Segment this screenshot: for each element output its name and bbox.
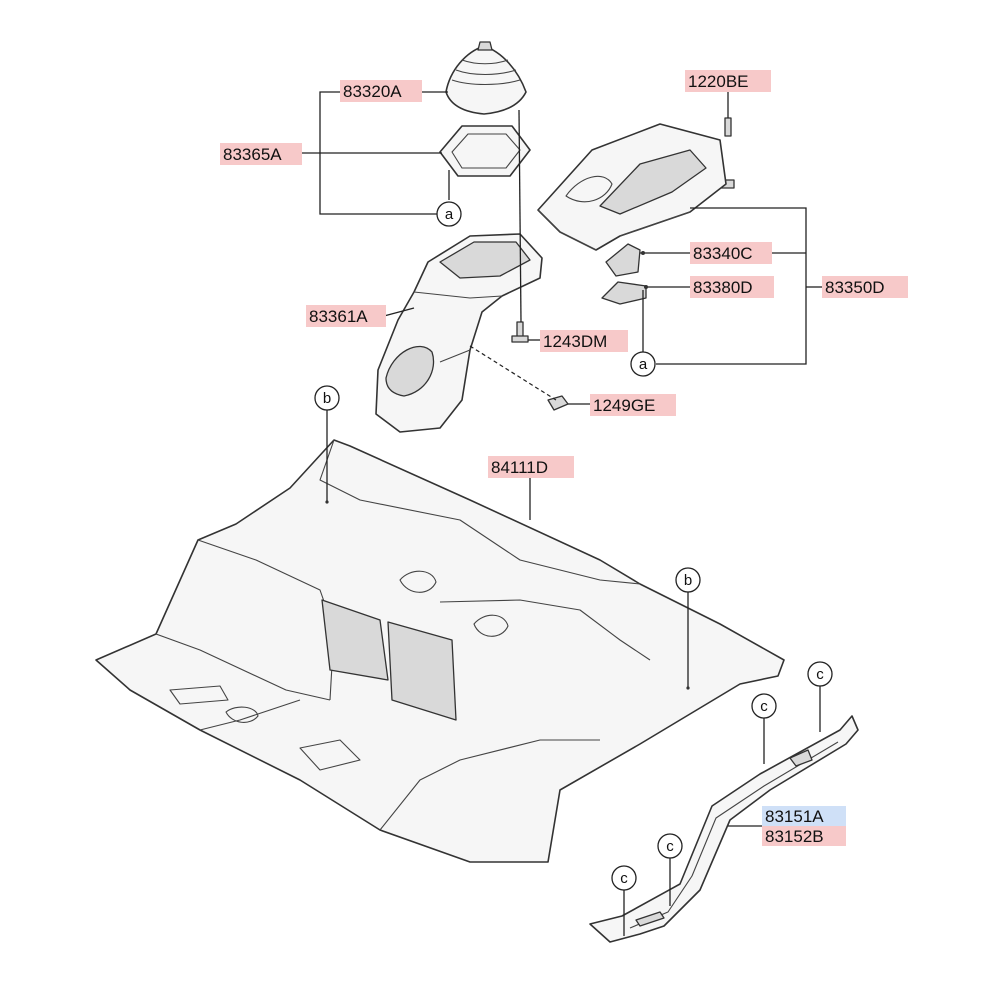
label-83380D[interactable]: 83380D	[690, 276, 774, 298]
svg-text:c: c	[620, 870, 628, 887]
svg-text:b: b	[323, 390, 331, 407]
svg-text:c: c	[666, 838, 674, 855]
svg-text:c: c	[760, 698, 768, 715]
label-83320A[interactable]: 83320A	[340, 80, 422, 102]
callout-a-upper: a	[436, 201, 462, 227]
svg-text:83340C: 83340C	[693, 244, 753, 263]
label-83151A[interactable]: 83151A	[762, 806, 846, 826]
label-83152B[interactable]: 83152B	[762, 826, 846, 846]
svg-text:83361A: 83361A	[309, 307, 368, 326]
svg-text:c: c	[816, 666, 824, 683]
svg-text:1249GE: 1249GE	[593, 396, 655, 415]
callout-c-1: c	[807, 661, 833, 687]
svg-text:a: a	[445, 206, 454, 223]
console-front	[375, 233, 543, 433]
callout-b-right: b	[675, 567, 701, 593]
svg-text:83151A: 83151A	[765, 807, 824, 826]
screw-1243DM	[511, 321, 529, 343]
label-1249GE[interactable]: 1249GE	[590, 394, 676, 416]
label-1220BE[interactable]: 1220BE	[685, 70, 771, 92]
callout-c-3: c	[657, 833, 683, 859]
sill-member	[589, 715, 859, 943]
svg-text:a: a	[639, 356, 648, 373]
rear-console	[537, 123, 727, 251]
svg-text:1220BE: 1220BE	[688, 72, 749, 91]
callout-c-4: c	[611, 865, 637, 891]
screw-1249GE	[547, 395, 569, 411]
label-1243DM[interactable]: 1243DM	[540, 330, 628, 352]
svg-text:84111D: 84111D	[491, 458, 548, 477]
label-84111D[interactable]: 84111D	[488, 456, 574, 478]
shift-boot	[445, 41, 527, 115]
label-83340C[interactable]: 83340C	[690, 242, 772, 264]
callout-b-left: b	[314, 385, 340, 411]
svg-text:83380D: 83380D	[693, 278, 753, 297]
label-83365A[interactable]: 83365A	[220, 143, 302, 165]
svg-text:83350D: 83350D	[825, 278, 885, 297]
bracket-83380D	[601, 281, 647, 305]
floor-panel	[95, 439, 785, 863]
callout-a-lower: a	[630, 351, 656, 377]
svg-text:83365A: 83365A	[223, 145, 282, 164]
svg-text:83152B: 83152B	[765, 827, 824, 846]
svg-text:b: b	[684, 572, 692, 589]
bracket-83340C	[605, 243, 641, 277]
callout-c-2: c	[751, 693, 777, 719]
svg-text:1243DM: 1243DM	[543, 332, 607, 351]
label-83361A[interactable]: 83361A	[306, 305, 386, 327]
boot-retainer	[439, 125, 531, 177]
svg-text:83320A: 83320A	[343, 82, 402, 101]
label-83350D[interactable]: 83350D	[822, 276, 908, 298]
